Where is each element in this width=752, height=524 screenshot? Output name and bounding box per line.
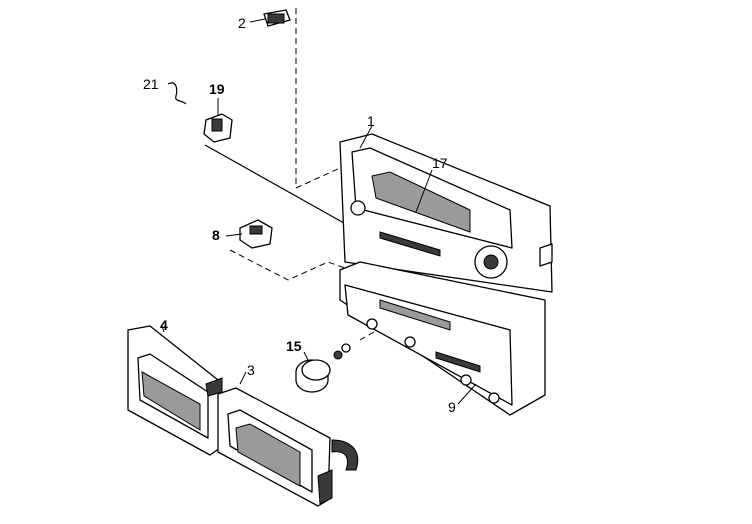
assembly-guide-left (229, 249, 351, 281)
part-21-wire (167, 82, 187, 105)
wire-harness (204, 144, 361, 233)
part-4-bezel (127, 325, 223, 456)
lead-17 (415, 169, 433, 213)
part-15-knob (295, 343, 351, 393)
callout-15: 15 (286, 338, 302, 354)
callout-17: 17 (432, 155, 448, 171)
lead-9 (457, 383, 477, 405)
callout-1: 1 (367, 113, 375, 129)
part-3-front-panel (217, 371, 359, 507)
callout-19: 19 (209, 81, 225, 97)
callout-21: 21 (143, 76, 159, 92)
callout-4: 4 (160, 317, 168, 333)
callout-9: 9 (448, 399, 456, 415)
part-2-connector (249, 9, 291, 27)
callout-2: 2 (238, 15, 246, 31)
part-8-switch (225, 219, 273, 249)
callout-3: 3 (247, 362, 255, 378)
part-1-chassis (339, 125, 553, 416)
assembly-guide-top (295, 8, 341, 189)
callout-8: 8 (212, 227, 220, 243)
part-19-bracket (203, 98, 233, 143)
